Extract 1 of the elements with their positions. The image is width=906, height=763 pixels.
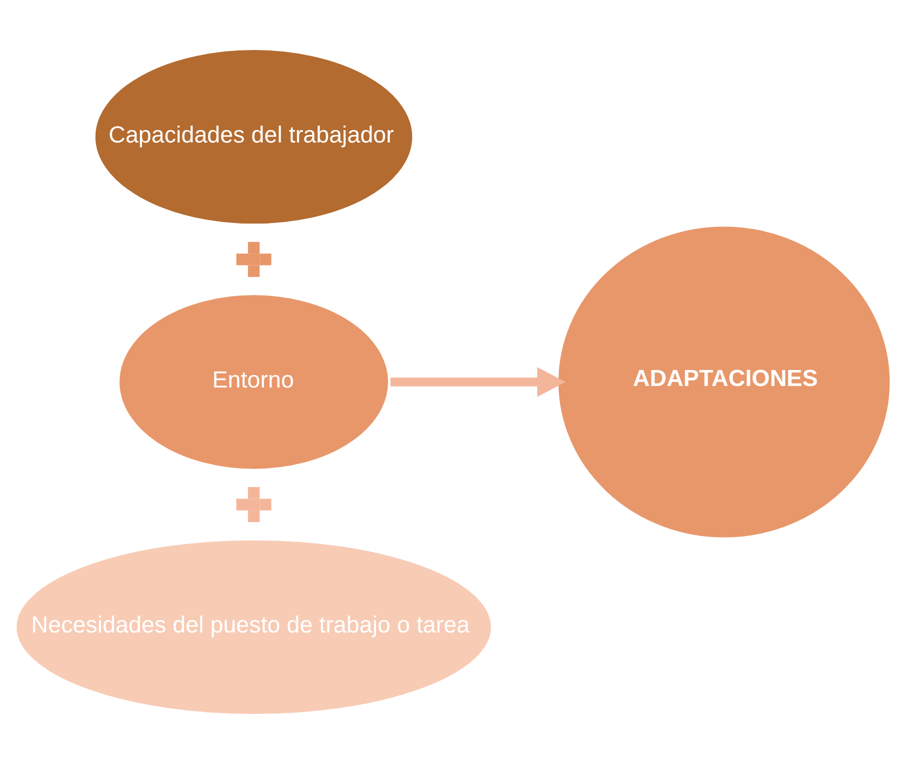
arrow [390,366,566,396]
